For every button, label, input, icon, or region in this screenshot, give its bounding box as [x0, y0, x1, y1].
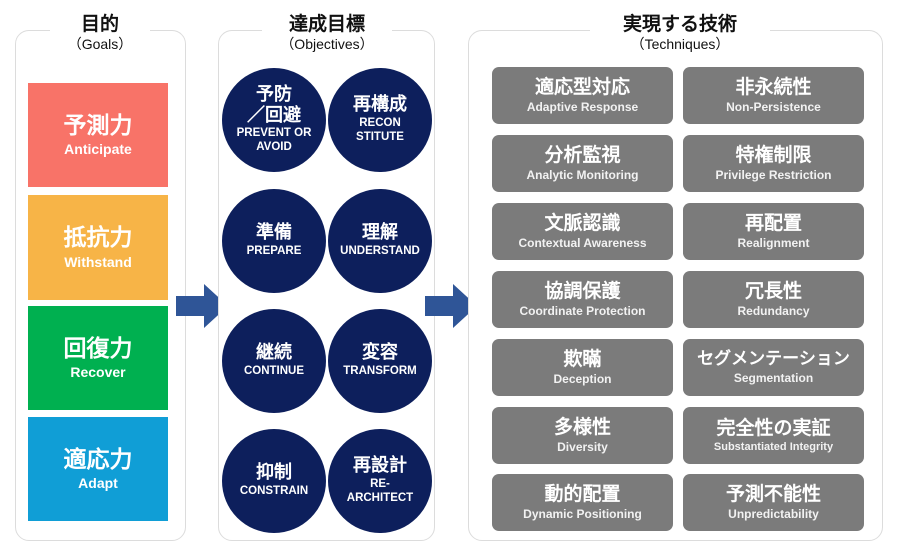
- goal-withstand: 抵抗力 Withstand: [28, 195, 168, 300]
- technique-label-jp: 非永続性: [735, 75, 812, 98]
- technique-substantiated-integrity: 完全性の実証 Substantiated Integrity: [683, 407, 864, 464]
- technique-label-en: Analytic Monitoring: [526, 168, 639, 183]
- technique-label-en: Coordinate Protection: [519, 304, 646, 319]
- objective-reconstitute: 再構成 RECON STITUTE: [328, 68, 432, 172]
- goal-label-jp: 適応力: [63, 446, 133, 473]
- technique-label-en: Unpredictability: [728, 507, 819, 522]
- technique-diversity: 多様性 Diversity: [492, 407, 673, 464]
- technique-label-en: Non-Persistence: [726, 100, 821, 115]
- goal-label-jp: 抵抗力: [63, 225, 133, 252]
- goal-label-en: Withstand: [64, 253, 132, 270]
- goals-title: 目的: [80, 13, 119, 35]
- goal-label-en: Anticipate: [64, 141, 132, 158]
- techniques-header: 実現する技術 （Techniques）: [590, 13, 770, 53]
- technique-label-en: Adaptive Response: [526, 100, 639, 115]
- objectives-header: 達成目標 （Objectives）: [262, 13, 392, 53]
- objective-label-en: PREVENT OR AVOID: [236, 127, 312, 154]
- objective-label-jp: 予防 ／回避: [247, 84, 301, 126]
- objective-label-en: UNDERSTAND: [340, 244, 420, 257]
- objective-label-jp: 継続: [256, 342, 292, 364]
- technique-label-en: Segmentation: [733, 371, 814, 386]
- technique-label-jp: 再配置: [744, 211, 802, 234]
- technique-label-jp: 予測不能性: [725, 482, 821, 505]
- technique-non-persistence: 非永続性 Non-Persistence: [683, 67, 864, 124]
- technique-privilege-restriction: 特権制限 Privilege Restriction: [683, 135, 864, 192]
- technique-label-jp: 分析監視: [544, 143, 621, 166]
- objectives-title: 達成目標: [288, 13, 365, 35]
- technique-label-en: Substantiated Integrity: [713, 441, 834, 454]
- goal-label-jp: 予測力: [63, 112, 133, 139]
- objective-constrain: 抑制 CONSTRAIN: [222, 429, 326, 533]
- goal-adapt: 適応力 Adapt: [28, 417, 168, 521]
- technique-label-en: Contextual Awareness: [518, 236, 647, 251]
- technique-label-en: Diversity: [557, 440, 608, 455]
- objective-continue: 継続 CONTINUE: [222, 309, 326, 413]
- technique-label-jp: 欺瞞: [563, 347, 602, 370]
- goals-subtitle: （Goals）: [67, 35, 133, 52]
- technique-label-jp: 動的配置: [544, 482, 621, 505]
- technique-label-jp: 多様性: [553, 415, 611, 438]
- technique-segmentation: セグメンテーション Segmentation: [683, 339, 864, 396]
- objective-label-en: TRANSFORM: [343, 364, 417, 377]
- technique-realignment: 再配置 Realignment: [683, 203, 864, 260]
- arrow-right-icon: [425, 284, 477, 328]
- objective-prepare: 準備 PREPARE: [222, 189, 326, 293]
- technique-dynamic-positioning: 動的配置 Dynamic Positioning: [492, 474, 673, 531]
- technique-label-en: Privilege Restriction: [715, 168, 832, 183]
- technique-adaptive-response: 適応型対応 Adaptive Response: [492, 67, 673, 124]
- objective-label-jp: 再構成: [353, 94, 407, 116]
- objective-prevent-or-avoid: 予防 ／回避 PREVENT OR AVOID: [222, 68, 326, 172]
- objective-label-jp: 抑制: [256, 462, 292, 484]
- objective-label-en: CONTINUE: [243, 364, 305, 377]
- technique-label-jp: 特権制限: [735, 143, 812, 166]
- goal-label-jp: 回復力: [63, 335, 133, 362]
- techniques-title: 実現する技術: [622, 13, 737, 35]
- technique-coordinate-protection: 協調保護 Coordinate Protection: [492, 271, 673, 328]
- objective-understand: 理解 UNDERSTAND: [328, 189, 432, 293]
- objectives-subtitle: （Objectives）: [280, 35, 374, 52]
- objective-label-en: RECON STITUTE: [356, 117, 404, 143]
- technique-label-en: Redundancy: [737, 304, 810, 319]
- goals-header: 目的 （Goals）: [50, 13, 150, 53]
- objective-label-jp: 変容: [362, 342, 398, 364]
- technique-redundancy: 冗長性 Redundancy: [683, 271, 864, 328]
- objective-label-en: PREPARE: [246, 244, 302, 257]
- technique-label-en: Deception: [553, 372, 612, 387]
- technique-deception: 欺瞞 Deception: [492, 339, 673, 396]
- objective-label-jp: 理解: [362, 222, 398, 244]
- objective-re-architect: 再設計 RE- ARCHITECT: [328, 429, 432, 533]
- objective-transform: 変容 TRANSFORM: [328, 309, 432, 413]
- goal-anticipate: 予測力 Anticipate: [28, 83, 168, 187]
- technique-label-jp: 適応型対応: [534, 75, 630, 98]
- technique-analytic-monitoring: 分析監視 Analytic Monitoring: [492, 135, 673, 192]
- objective-label-jp: 再設計: [353, 455, 407, 477]
- arrow-right-icon: [176, 284, 228, 328]
- technique-label-en: Dynamic Positioning: [523, 507, 642, 522]
- technique-unpredictability: 予測不能性 Unpredictability: [683, 474, 864, 531]
- objective-label-jp: 準備: [256, 222, 292, 244]
- techniques-subtitle: （Techniques）: [630, 35, 730, 52]
- technique-label-jp: 文脈認識: [544, 211, 621, 234]
- technique-contextual-awareness: 文脈認識 Contextual Awareness: [492, 203, 673, 260]
- technique-label-jp: 冗長性: [744, 279, 802, 302]
- goal-label-en: Adapt: [78, 475, 118, 492]
- goal-recover: 回復力 Recover: [28, 306, 168, 410]
- objective-label-en: RE- ARCHITECT: [346, 478, 414, 504]
- technique-label-jp: セグメンテーション: [697, 348, 850, 369]
- objective-label-en: CONSTRAIN: [239, 484, 309, 497]
- technique-label-jp: 協調保護: [544, 279, 621, 302]
- goal-label-en: Recover: [70, 364, 126, 381]
- technique-label-en: Realignment: [737, 236, 810, 251]
- technique-label-jp: 完全性の実証: [716, 416, 831, 439]
